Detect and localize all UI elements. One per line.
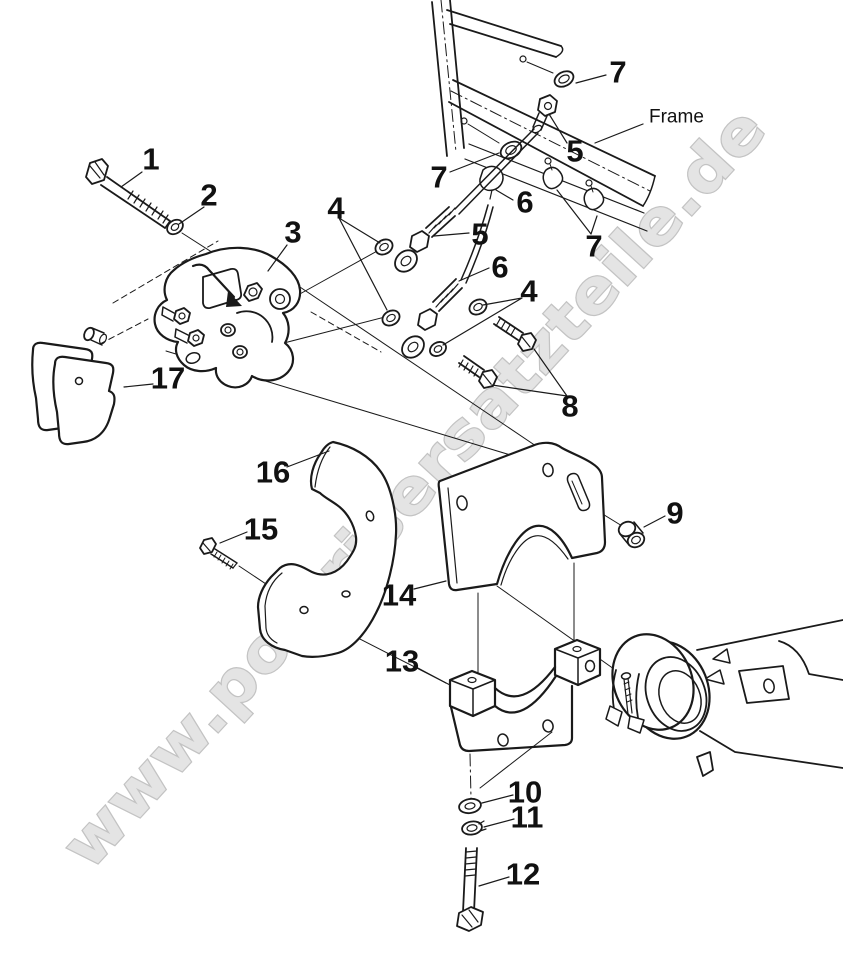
axle-tab [696, 751, 714, 777]
callout-9: 9 [666, 496, 683, 531]
callout-15: 15 [244, 512, 278, 547]
brake-hose-5 [394, 128, 539, 273]
callout-8: 8 [561, 389, 578, 424]
bolt-12 [456, 847, 484, 932]
frame-grommets-and-clips [460, 55, 605, 211]
dust-shield-16 [256, 440, 398, 658]
pad-pin [83, 326, 108, 346]
brake-hose-6 [401, 204, 494, 359]
axle-housing [605, 619, 843, 777]
grommet-7-top [519, 55, 575, 88]
washer-10 [458, 797, 482, 815]
callout-10: 10 [508, 775, 542, 810]
callout-6: 6 [491, 250, 508, 285]
callout-7: 7 [430, 160, 447, 195]
screw-15 [199, 537, 238, 570]
brake-pads-17 [31, 341, 116, 446]
clip-7-a [542, 157, 564, 190]
bolts-8 [458, 316, 537, 389]
clip-6 [479, 165, 504, 200]
callout-2: 2 [200, 178, 217, 213]
callout-13: 13 [385, 644, 419, 679]
caliper-3 [153, 246, 302, 389]
callout-16: 16 [256, 455, 290, 490]
callout-5: 5 [566, 134, 583, 169]
callout-14: 14 [382, 578, 417, 613]
mounting-bracket-14 [437, 441, 607, 592]
callout-4: 4 [327, 191, 345, 226]
fitting-5-on-frame [531, 94, 558, 134]
direction-arrowhead [226, 291, 242, 307]
callout-7: 7 [609, 55, 626, 90]
direction-arrow [191, 263, 236, 299]
clip-7-b [583, 179, 605, 211]
callout-3: 3 [284, 215, 301, 250]
callout-11: 11 [511, 800, 544, 835]
leader-lines [120, 74, 666, 887]
callout-17: 17 [151, 361, 185, 396]
axle-bracket-13 [448, 638, 602, 753]
callout-4: 4 [520, 274, 538, 309]
spacer-9 [617, 520, 646, 549]
callout-12: 12 [506, 857, 540, 892]
bolt-1 [85, 158, 171, 229]
callout-5: 5 [471, 217, 488, 252]
lock-washer-11 [461, 820, 487, 836]
axle-drum-face [611, 633, 695, 731]
frame-text-label: Frame [649, 107, 704, 128]
frame-tubes [431, 0, 656, 232]
callout-1: 1 [142, 142, 159, 177]
callout-6: 6 [516, 185, 533, 220]
axle-clamp [605, 669, 645, 734]
callout-7: 7 [585, 229, 602, 264]
